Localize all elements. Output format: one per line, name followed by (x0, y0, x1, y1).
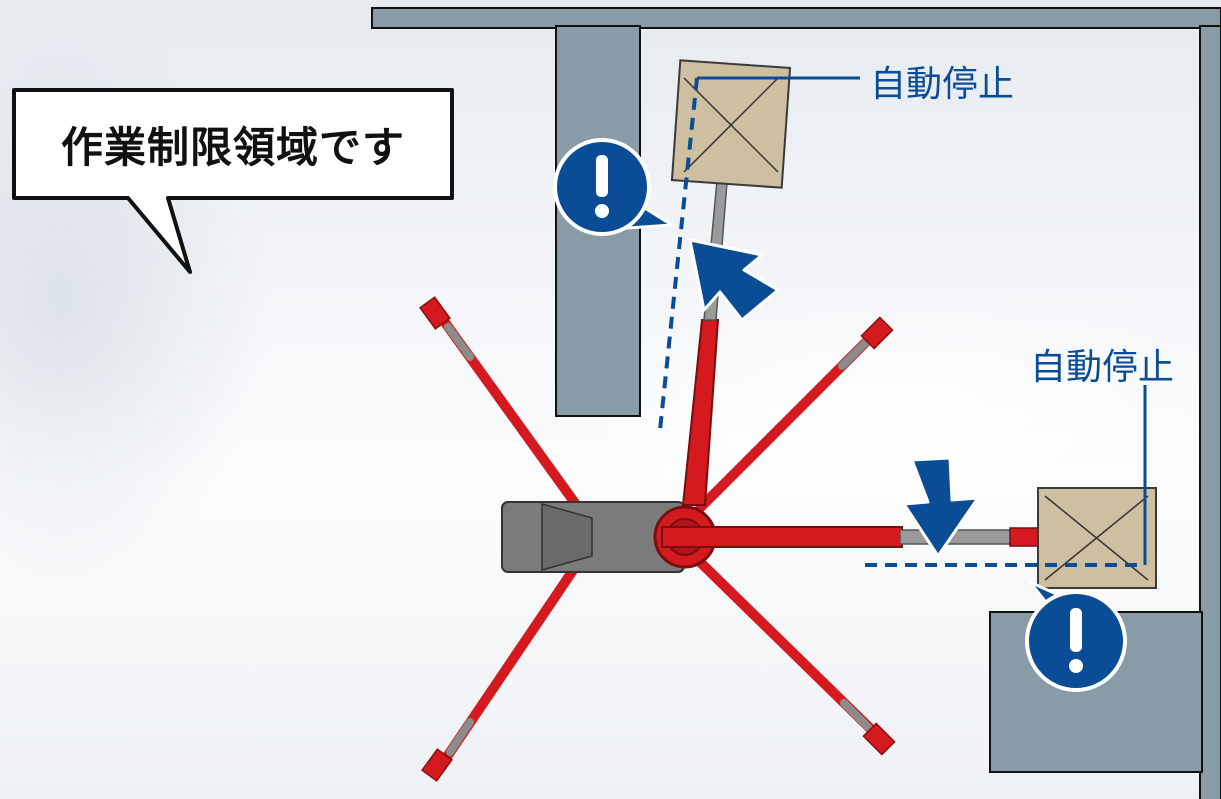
boom-up (681, 128, 741, 506)
direction-arrow-icon (902, 456, 980, 558)
outrigger-lower-right (695, 557, 896, 756)
boom-right (661, 521, 1099, 551)
direction-arrow-icon (688, 238, 780, 322)
load-top (670, 59, 792, 189)
auto-stop-label-right: 自動停止 (1030, 347, 1175, 388)
crane-body (501, 501, 717, 573)
auto-stop-label-top: 自動停止 (870, 64, 1015, 105)
work-restricted-area-callout: 作業制限領域です (60, 122, 405, 172)
outrigger-upper-right (695, 316, 894, 513)
outrigger-lower-left (421, 555, 585, 782)
right-wall (1199, 25, 1221, 799)
load-right (1037, 487, 1157, 589)
top-wall (371, 7, 1221, 29)
outrigger-upper-left (419, 296, 585, 515)
stop-boundaries (658, 76, 1147, 567)
exclamation-icon (553, 138, 677, 236)
outriggers (419, 296, 896, 782)
exclamation-icon (1025, 580, 1127, 692)
speech-bubble (12, 88, 454, 274)
